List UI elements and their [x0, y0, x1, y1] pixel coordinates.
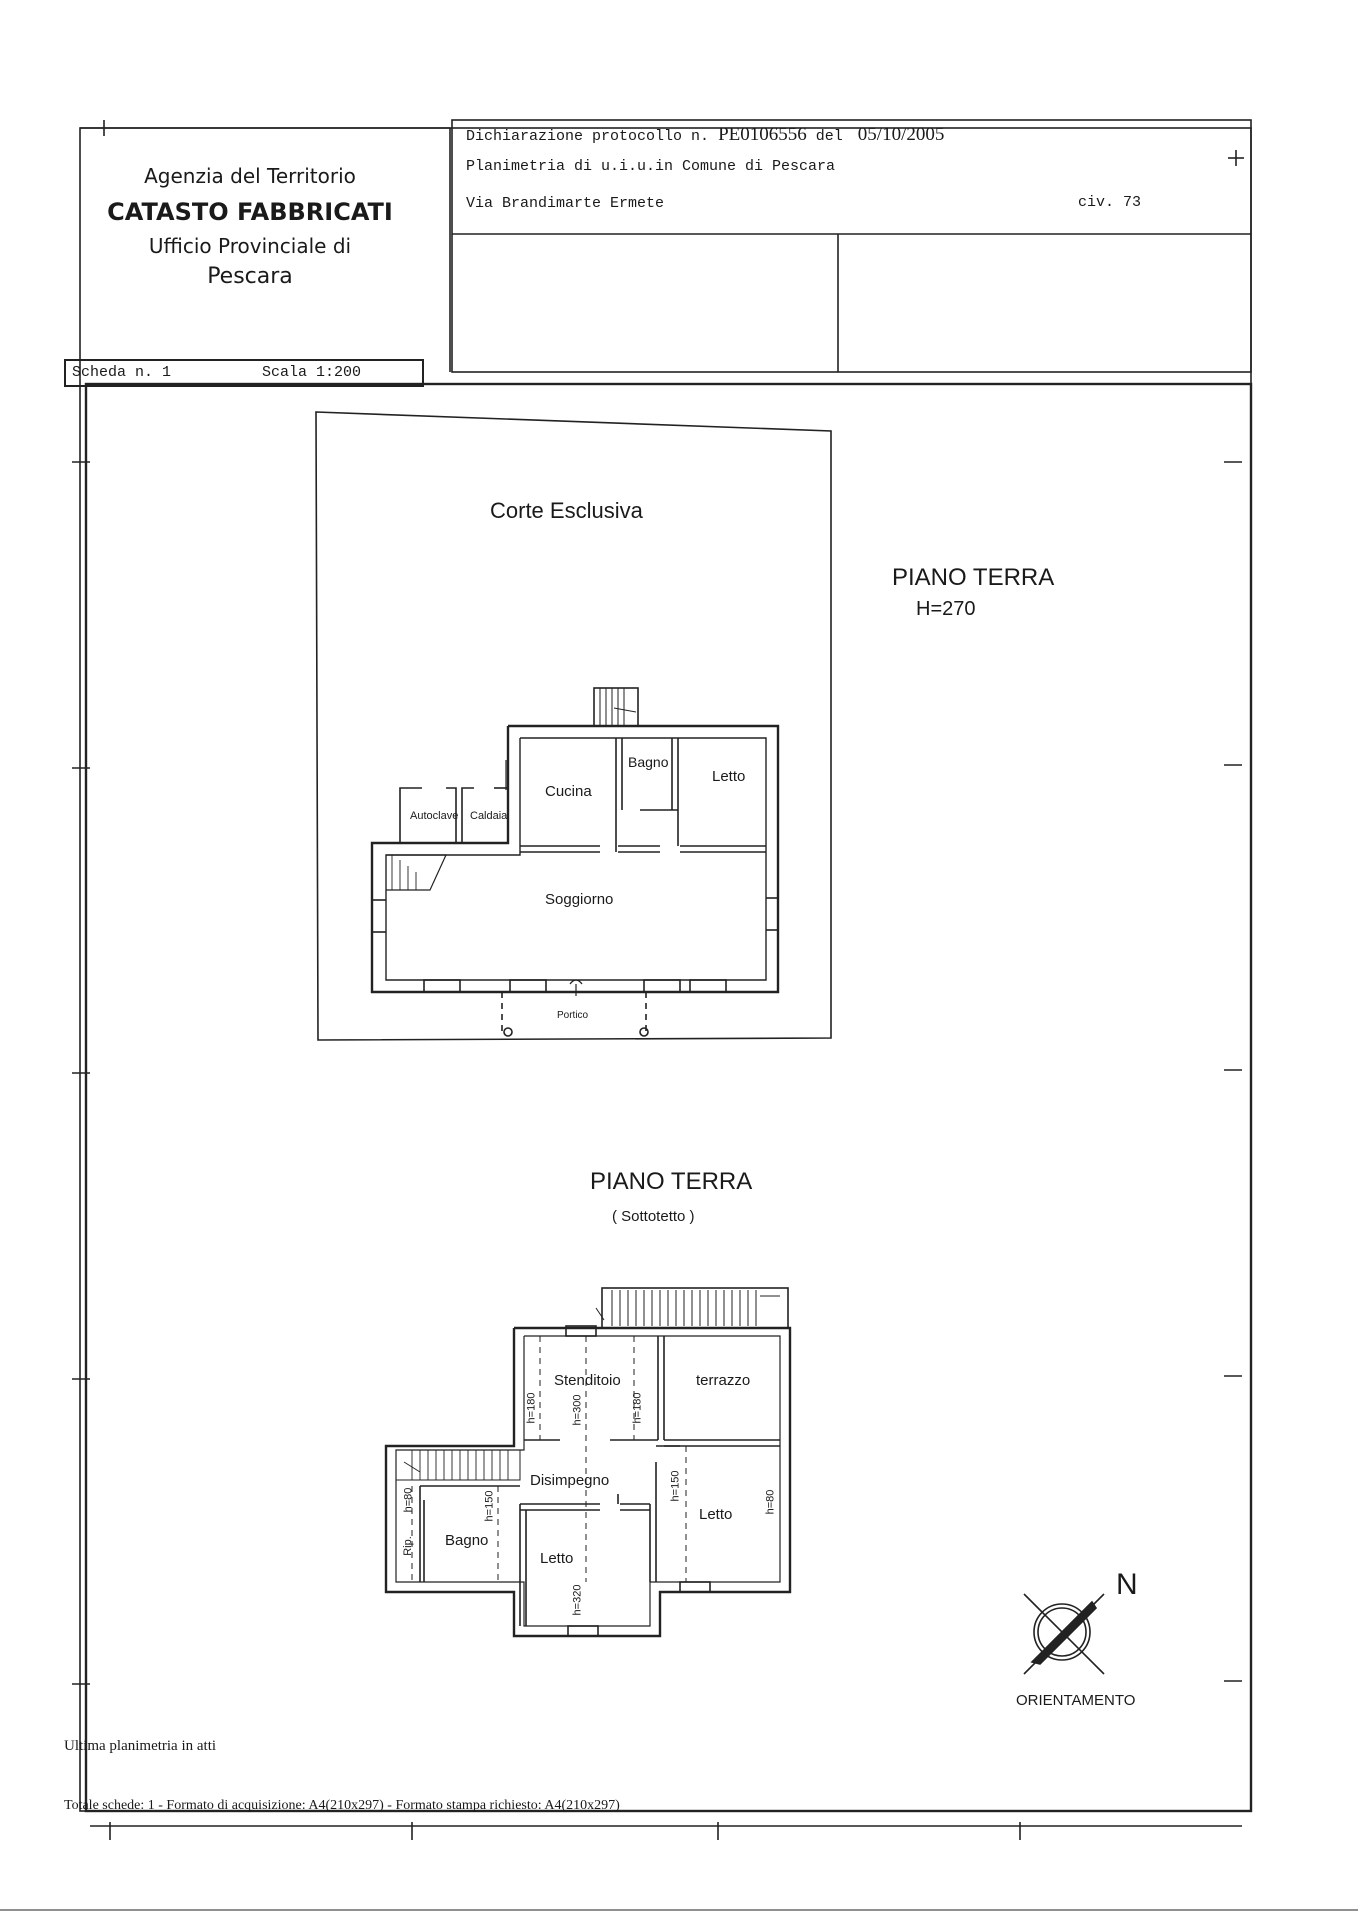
room-disimpegno: Disimpegno [530, 1472, 610, 1489]
agency-name: Agenzia del Territorio [144, 164, 356, 188]
room-rip: Rip. [401, 1536, 414, 1556]
compass-icon [1023, 1593, 1105, 1675]
attic-floor-plan [384, 1287, 792, 1638]
agency-city: Pescara [207, 264, 293, 289]
height-h180-left: h=180 [525, 1392, 538, 1424]
totals-note: Totale schede: 1 - Formato di acquisizio… [64, 1798, 620, 1813]
corte-boundary [315, 411, 832, 1041]
protocol-line: Dichiarazione protocollo n. PE0106556 de… [466, 124, 944, 146]
last-plan-note: Ultima planimetria in atti [64, 1738, 217, 1754]
room-letto-left: Letto [540, 1550, 574, 1567]
room-autoclave: Autoclave [410, 810, 459, 822]
ground-floor-title: PIANO TERRA [892, 564, 1055, 591]
height-h80-left: h=80 [402, 1487, 415, 1513]
height-h150-left: h=150 [483, 1490, 496, 1522]
room-bagno: Bagno [628, 754, 669, 770]
protocol-date: 05/10/2005 [857, 124, 945, 145]
room-letto-right: Letto [699, 1506, 733, 1523]
attic-floor-title: PIANO TERRA [590, 1168, 753, 1195]
room-portico: Portico [557, 1010, 589, 1021]
room-cucina: Cucina [545, 783, 592, 800]
agency-catasto: CATASTO FABBRICATI [107, 198, 393, 226]
room-terrazzo: terrazzo [696, 1372, 751, 1389]
height-h180-right: h=180 [631, 1392, 644, 1424]
info-box [451, 119, 1252, 373]
north-label: N [1116, 1568, 1138, 1601]
corte-label: Corte Esclusiva [490, 498, 643, 523]
room-soggiorno: Soggiorno [545, 891, 614, 908]
height-h80-right: h=80 [764, 1489, 777, 1515]
height-h150-right: h=150 [669, 1470, 682, 1502]
scale: Scala 1:200 [262, 364, 362, 381]
scheda-box [64, 359, 424, 387]
room-stenditoio: Stenditoio [554, 1372, 621, 1389]
protocol-number: PE0106556 [718, 124, 807, 145]
attic-floor-subtitle: ( Sottotetto ) [612, 1208, 695, 1225]
protocol-label: Dichiarazione protocollo n. [466, 128, 710, 145]
protocol-del: del [815, 128, 843, 145]
civic-number: civ. 73 [1078, 194, 1142, 211]
room-letto: Letto [712, 768, 746, 785]
planimetry-line: Planimetria di u.i.u.in Comune di Pescar… [466, 158, 836, 175]
height-h320: h=320 [571, 1584, 584, 1616]
room-caldaia: Caldaia [470, 810, 508, 822]
ground-floor-height: H=270 [916, 598, 976, 620]
orientation-label: ORIENTAMENTO [1016, 1692, 1136, 1709]
agency-office: Ufficio Provinciale di [148, 234, 352, 258]
room-bagno-attic: Bagno [445, 1532, 489, 1549]
outer-frame [79, 127, 1252, 1812]
drawing-frame [84, 382, 1253, 1813]
ground-floor-plan [315, 411, 832, 1041]
address: Via Brandimarte Ermete [466, 195, 665, 212]
height-h300: h=300 [571, 1394, 584, 1426]
scheda-number: Scheda n. 1 [72, 364, 172, 381]
